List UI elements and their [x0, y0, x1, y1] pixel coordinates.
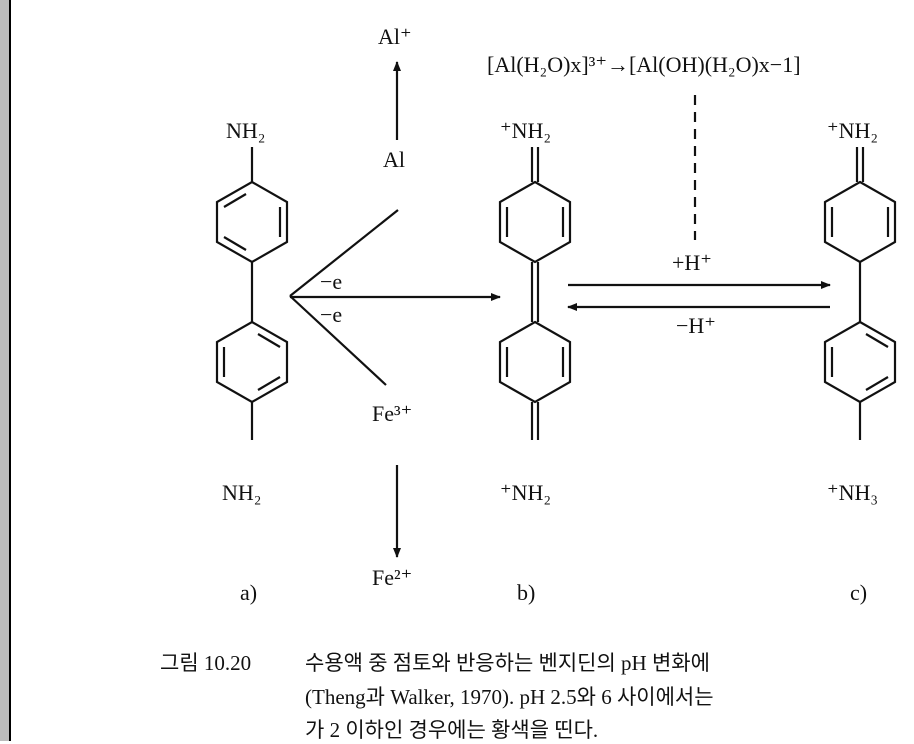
electron-loss-2: −e: [320, 302, 342, 327]
al-plus-label: Al⁺: [378, 24, 412, 49]
fe3-label: Fe³⁺: [372, 401, 412, 426]
c-bottom-amine: ⁺NH₃: [827, 480, 878, 505]
deprotonation-label: −H⁺: [676, 313, 716, 338]
fe-branch-line: [289, 295, 387, 386]
al-branch-line: [289, 209, 399, 297]
figure-number: 그림 10.20: [160, 651, 252, 675]
caption-line-3: 가 2 이하인 경우에는 황색을 띤다.: [305, 718, 599, 742]
aluminium-hydrolysis-equation: [Al(H₂O)x]³⁺→[Al(OH)(H₂O)x−1]: [487, 52, 801, 77]
c-top-amine: ⁺NH₂: [827, 118, 878, 143]
b-top-amine: ⁺NH₂: [500, 118, 551, 143]
electron-loss-1: −e: [320, 269, 342, 294]
a-label: a): [240, 580, 257, 605]
a-bottom-amine: NH₂: [222, 480, 261, 505]
fe2-label: Fe²⁺: [372, 565, 412, 590]
a-top-amine: NH₂: [226, 118, 265, 143]
quinoid-structure-b: [498, 147, 572, 440]
al-label: Al: [383, 147, 405, 172]
caption-line-1: 수용액 중 점토와 반응하는 벤지딘의 pH 변화에: [305, 651, 710, 675]
c-label: c): [850, 580, 867, 605]
page-margin-bar: [0, 0, 9, 741]
protonation-label: +H⁺: [672, 250, 712, 275]
benzidine-structure-a: [215, 147, 289, 440]
caption-line-2: (Theng과 Walker, 1970). pH 2.5와 6 사이에서는: [305, 685, 714, 709]
b-label: b): [517, 580, 535, 605]
protonated-structure-c: [823, 147, 897, 440]
b-bottom-amine: ⁺NH₂: [500, 480, 551, 505]
page-edge-line: [9, 0, 11, 741]
